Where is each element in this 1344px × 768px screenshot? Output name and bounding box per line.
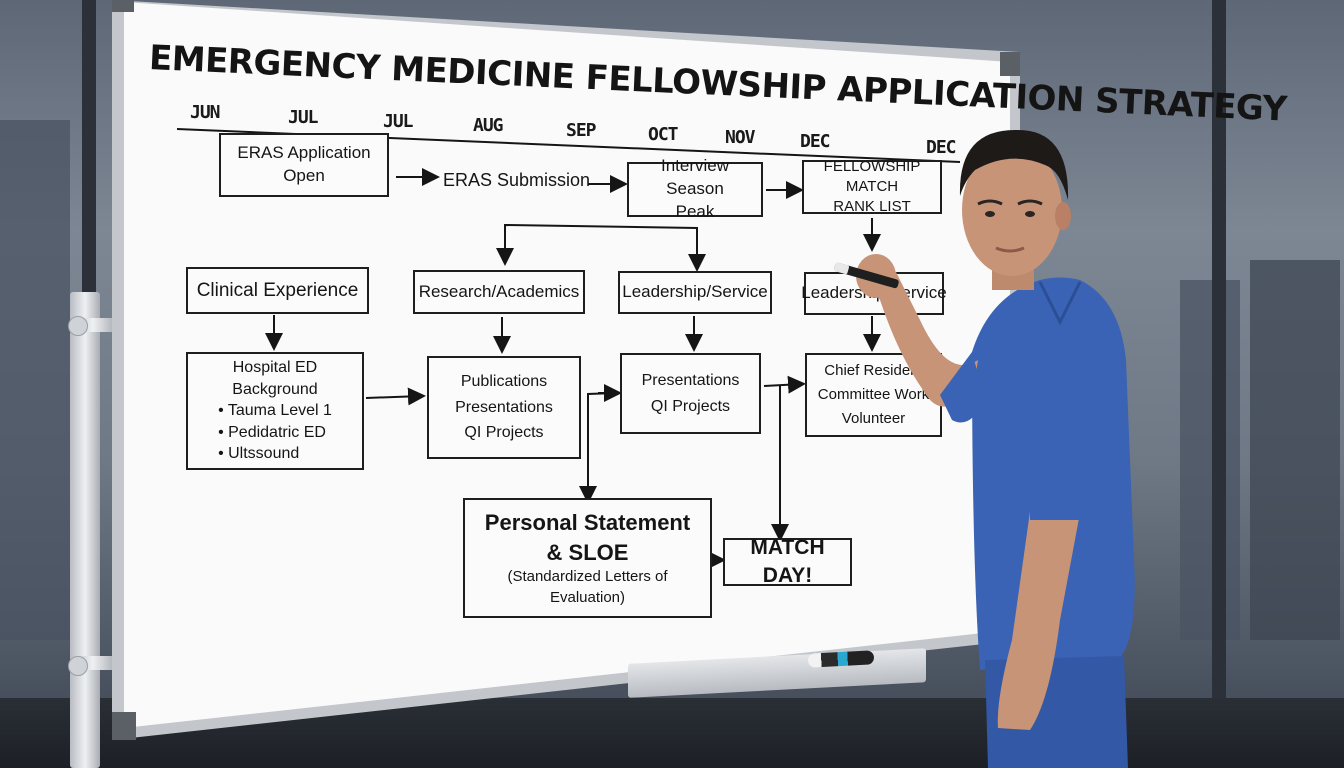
timeline-month: JUL	[383, 111, 413, 132]
research-detail-box[interactable]: Publications Presentations QI Projects	[427, 356, 581, 459]
timeline-month: DEC	[800, 131, 830, 152]
timeline-month: AUG	[473, 115, 503, 136]
stand-knob	[68, 656, 88, 676]
timeline-month: JUL	[288, 107, 318, 128]
building-silhouette	[0, 120, 70, 640]
box-line: ERAS Application	[237, 143, 371, 163]
personal-statement-box[interactable]: Personal Statement & SLOE (Standardized …	[463, 498, 712, 618]
statement-line: (Standardized Letters of Evaluation)	[507, 568, 668, 606]
box-line: RANK LIST	[833, 198, 911, 216]
clinical-bullets: Tauma Level 1 Pedidatric ED Ultssound	[218, 400, 332, 465]
detail-line: Presentations	[455, 398, 553, 416]
window-mullion	[1212, 0, 1226, 768]
detail-line: Committee Work	[817, 386, 930, 403]
detail-line: Volunteer	[841, 410, 906, 427]
whiteboard-stand-post	[70, 292, 100, 768]
building-silhouette	[1180, 280, 1240, 640]
rank-list-box[interactable]: FELLOWSHIP MATCH RANK LIST	[802, 157, 942, 216]
timeline-month: NOV	[725, 127, 755, 148]
research-academics-box[interactable]: Research/Academics	[413, 270, 585, 314]
leadership-detail-box[interactable]: Presentations QI Projects	[620, 353, 761, 434]
detail-line: Chief Resident	[824, 362, 923, 379]
statement-line: Personal Statement	[484, 510, 691, 536]
box-line: FELLOWSHIP MATCH	[823, 157, 921, 195]
bullet-item: Tauma Level 1	[218, 400, 332, 422]
clinical-experience-box[interactable]: Clinical Experience	[186, 267, 369, 314]
detail-line: Publications	[460, 373, 548, 391]
bullet-item: Ultssound	[218, 443, 332, 465]
clinical-detail-heading: Hospital ED Background	[232, 359, 318, 398]
box-line: Peak	[675, 201, 715, 221]
leadership-service-box[interactable]: Leadership/Service	[618, 271, 772, 314]
statement-line: & SLOE	[546, 539, 629, 565]
eras-submission-label: ERAS Submission	[443, 170, 591, 190]
timeline-month: JUN	[190, 102, 220, 123]
timeline-month: OCT	[648, 124, 678, 145]
building-silhouette	[1250, 260, 1340, 640]
box-line: Interview Season	[660, 156, 730, 199]
leadership-service-box-2[interactable]: Leadership/Service	[801, 272, 947, 315]
detail-line: QI Projects	[650, 397, 731, 415]
timeline-month: SEP	[566, 120, 596, 141]
match-day-box[interactable]: MATCH DAY!	[723, 536, 852, 587]
box-line: Open	[283, 166, 325, 185]
stand-knob	[68, 316, 88, 336]
eras-open-box[interactable]: ERAS Application Open	[219, 133, 389, 197]
interview-peak-box[interactable]: Interview Season Peak	[627, 156, 763, 221]
leadership-detail-box-2[interactable]: Chief Resident Committee Work Volunteer	[805, 353, 942, 437]
timeline-month: DEC	[926, 137, 956, 158]
clinical-detail-box[interactable]: Hospital ED Background Tauma Level 1 Ped…	[186, 352, 364, 470]
detail-line: QI Projects	[464, 424, 544, 442]
bullet-item: Pedidatric ED	[218, 422, 332, 444]
detail-line: Presentations	[641, 371, 740, 389]
